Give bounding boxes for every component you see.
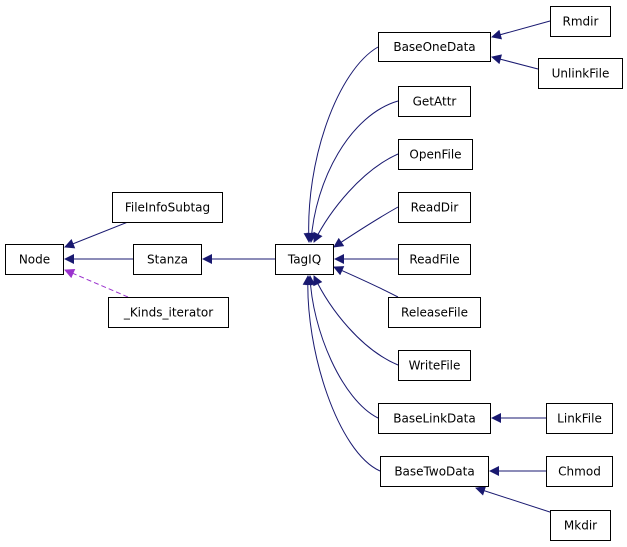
class-box [378, 403, 491, 434]
class-node-kinds_iterator[interactable]: _Kinds_iterator [108, 297, 229, 328]
edge-basetwodata-to-tagiq [302, 275, 381, 472]
class-box [398, 139, 473, 170]
edge-openfile-to-tagiq [313, 153, 399, 243]
class-label: OpenFile [409, 148, 461, 162]
class-label: Chmod [558, 465, 601, 479]
class-node-fileinfosubtag[interactable]: FileInfoSubtag [112, 192, 223, 223]
class-node-chmod[interactable]: Chmod [546, 456, 613, 487]
class-box [5, 244, 64, 275]
edge-mkdir-to-basetwodata [475, 486, 557, 515]
class-box [546, 403, 613, 434]
class-label: TagIQ [287, 253, 321, 267]
class-box [546, 456, 613, 487]
class-node-node[interactable]: Node [5, 244, 64, 275]
class-box [398, 192, 471, 223]
class-box [550, 6, 611, 37]
edge-baselinkdata-to-tagiq [305, 275, 379, 419]
class-node-getattr[interactable]: GetAttr [398, 86, 471, 117]
edge-writefile-to-tagiq [313, 275, 399, 366]
class-node-readfile[interactable]: ReadFile [398, 244, 471, 275]
edge-readdir-to-tagiq [333, 206, 399, 248]
edge-kinds_iterator-to-node [64, 268, 129, 298]
class-node-baselinkdata[interactable]: BaseLinkData [378, 403, 491, 434]
class-box [550, 510, 611, 541]
edge-fileinfosubtag-to-node [64, 221, 129, 249]
class-label: Node [19, 253, 50, 267]
class-box [398, 86, 471, 117]
edge-layer [64, 20, 557, 515]
class-node-baseonedata[interactable]: BaseOneData [378, 32, 491, 62]
class-label: Rmdir [563, 15, 599, 29]
class-node-openfile[interactable]: OpenFile [398, 139, 473, 170]
class-node-unlinkfile[interactable]: UnlinkFile [538, 58, 623, 89]
class-label: Mkdir [564, 519, 597, 533]
edge-unlinkfile-to-baseonedata [491, 54, 539, 70]
class-label: BaseOneData [393, 40, 475, 54]
class-label: _Kinds_iterator [123, 306, 213, 320]
class-label: Stanza [147, 253, 188, 267]
class-node-basetwodata[interactable]: BaseTwoData [380, 456, 489, 487]
class-label: FileInfoSubtag [125, 201, 210, 215]
class-node-readdir[interactable]: ReadDir [398, 192, 471, 223]
class-label: BaseLinkData [393, 412, 475, 426]
class-box [275, 244, 334, 275]
edge-rmdir-to-baseonedata [491, 20, 551, 40]
class-box [398, 244, 471, 275]
class-label: ReleaseFile [401, 306, 468, 320]
class-label: ReadDir [411, 201, 459, 215]
class-box [398, 350, 471, 381]
class-node-linkfile[interactable]: LinkFile [546, 403, 613, 434]
edge-baseonedata-to-tagiq [303, 46, 379, 243]
class-box [112, 192, 223, 223]
class-node-releasefile[interactable]: ReleaseFile [388, 297, 481, 328]
class-label: GetAttr [413, 95, 457, 109]
class-node-mkdir[interactable]: Mkdir [550, 510, 611, 541]
class-node-writefile[interactable]: WriteFile [398, 350, 471, 381]
class-node-tagiq[interactable]: TagIQ [275, 244, 334, 275]
class-label: LinkFile [557, 412, 602, 426]
class-label: UnlinkFile [552, 67, 610, 81]
class-label: ReadFile [409, 253, 459, 267]
edge-getattr-to-tagiq [306, 100, 399, 243]
class-node-rmdir[interactable]: Rmdir [550, 6, 611, 37]
class-label: BaseTwoData [394, 465, 474, 479]
class-node-stanza[interactable]: Stanza [133, 244, 202, 275]
class-box [133, 244, 202, 275]
edge-releasefile-to-tagiq [333, 266, 399, 298]
class-box [380, 456, 489, 487]
class-label: WriteFile [409, 359, 461, 373]
class-box [388, 297, 481, 328]
class-box [108, 297, 229, 328]
class-box [538, 58, 623, 89]
class-box [378, 32, 491, 62]
